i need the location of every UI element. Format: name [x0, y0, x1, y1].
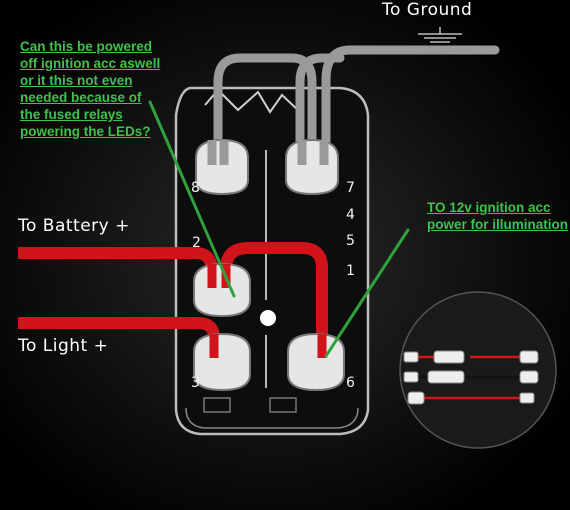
pin-label-1: 1	[346, 263, 355, 279]
illumination-line: TO 12v ignition acc	[427, 200, 551, 215]
illumination-annotation: TO 12v ignition acc power for illuminati…	[427, 199, 568, 233]
to-ground-label: To Ground	[382, 0, 473, 20]
question-line: needed because of	[20, 90, 142, 105]
pin-label-2: 2	[192, 235, 201, 251]
ground-symbol-icon	[418, 27, 462, 43]
annotation-arrows	[148, 100, 410, 358]
pin-label-8: 8	[191, 180, 200, 196]
question-line: the fused relays	[20, 107, 123, 122]
pin-label-7: 7	[346, 180, 355, 196]
terminal-7	[285, 138, 339, 196]
pin-label-6: 6	[346, 375, 355, 391]
question-line: off ignition acc aswell	[20, 56, 161, 71]
to-battery-label: To Battery +	[18, 216, 130, 236]
question-line: powering the LEDs?	[20, 124, 151, 139]
to-light-label: To Light +	[18, 336, 109, 356]
indicator-led	[260, 310, 276, 326]
ground-wires	[213, 45, 500, 157]
pin-label-5: 5	[346, 233, 355, 249]
question-line: or it this not even	[20, 73, 133, 88]
question-annotation: Can this be powered off ignition acc asw…	[20, 38, 160, 140]
terminal-3	[193, 332, 251, 392]
pin-label-3: 3	[191, 375, 200, 391]
question-line: Can this be powered	[20, 39, 153, 54]
illumination-line: power for illumination	[427, 217, 568, 232]
pin-label-4: 4	[346, 207, 355, 223]
harness-inset	[399, 291, 557, 449]
